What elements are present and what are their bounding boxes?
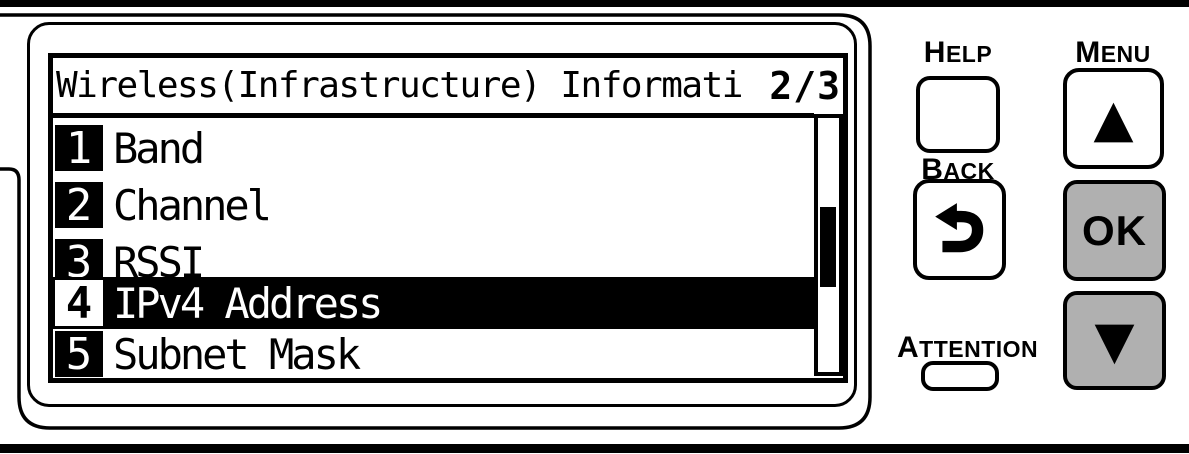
title-separator — [53, 113, 814, 118]
scrollbar-thumb[interactable] — [820, 207, 836, 287]
help-button-label: HELP — [923, 36, 993, 69]
lcd-screen: Wireless(Infrastructure) Informati 2/3 1… — [48, 53, 848, 383]
menu-item-band[interactable]: 1 Band — [53, 122, 814, 174]
up-triangle-icon: ▲ — [1093, 88, 1134, 149]
housing-bottom-edge — [0, 444, 1189, 453]
menu-item-subnet-mask[interactable]: 5 Subnet Mask — [53, 328, 814, 380]
attention-led-label: ATTENTION — [897, 331, 1039, 364]
housing-top-edge — [0, 0, 1189, 7]
ok-button-text: OK — [1082, 206, 1147, 254]
menu-item-number: 4 — [55, 280, 103, 328]
menu-item-label: Band — [113, 124, 205, 173]
menu-item-ipv4-address-selected[interactable]: 4 IPv4 Address — [53, 277, 814, 329]
page-title: Wireless(Infrastructure) Informati — [56, 65, 743, 106]
page-indicator: 2/3 — [769, 64, 841, 108]
menu-item-number: 1 — [55, 125, 103, 173]
ok-button[interactable]: OK — [1063, 180, 1166, 281]
menu-up-button[interactable]: ▲ — [1063, 68, 1164, 169]
down-triangle-icon: ▼ — [1094, 310, 1135, 371]
scrollbar[interactable] — [814, 114, 843, 376]
help-button[interactable] — [916, 76, 1000, 153]
back-button[interactable] — [913, 179, 1006, 280]
menu-item-label: IPv4 Address — [113, 279, 383, 328]
attention-led-indicator — [921, 361, 999, 391]
menu-item-label: Subnet Mask — [113, 330, 361, 379]
down-button[interactable]: ▼ — [1063, 291, 1166, 390]
u-turn-left-arrow-icon — [934, 202, 983, 252]
menu-item-number: 5 — [55, 331, 103, 379]
menu-item-label: Channel — [113, 181, 272, 230]
menu-item-channel[interactable]: 2 Channel — [53, 179, 814, 231]
menu-item-number: 2 — [55, 182, 103, 230]
menu-button-label: MENU — [1075, 36, 1151, 69]
